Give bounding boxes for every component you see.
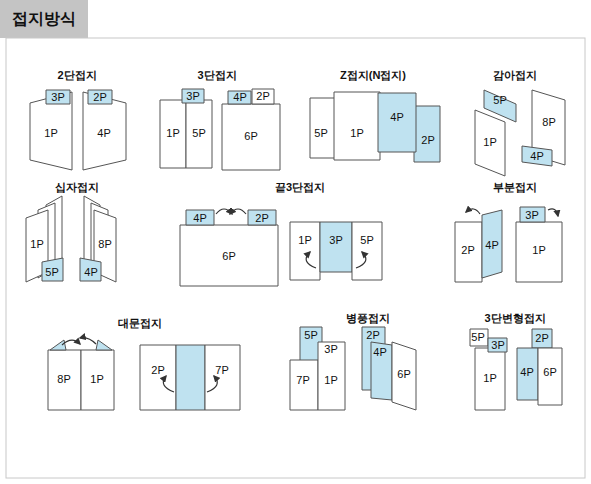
page-number: 3P [186,91,199,102]
page-number: 5P [304,330,317,341]
page-number: 4P [233,92,246,103]
page-number: 4P [193,213,206,224]
page-number: 4P [84,267,97,278]
page-number: 1P [483,373,496,384]
page-number: 4P [520,367,533,378]
page-number: 4P [373,347,386,358]
page-number: 3P [329,235,342,246]
fold-name: 대문접지 [118,318,162,329]
fold-name: 3단변형접지 [484,313,545,324]
page-title: 접지방식 [0,0,88,38]
page-number: 2P [421,135,434,146]
page-number: 1P [90,374,103,385]
fold-name: 2단접지 [57,70,96,81]
fold-name: 감아접지 [493,70,537,81]
page-number: 5P [493,95,506,106]
page-number: 3P [491,340,504,351]
page-number: 3P [525,210,538,221]
page-number: 7P [296,375,309,386]
fold-name: 3단접지 [197,70,236,81]
fold-name: 부분접지 [493,182,537,193]
page-number: 4P [485,240,498,251]
page-number: 1P [350,128,363,139]
page-number: 1P [30,239,43,250]
page-number: 7P [215,365,228,376]
page-number: 2P [151,365,164,376]
page-number: 6P [222,251,235,262]
page-number: 5P [314,128,327,139]
fold-name: 병풍접지 [346,313,390,324]
page-number: 5P [360,235,373,246]
page-number: 1P [532,245,545,256]
page-number: 8P [57,374,70,385]
page-number: 6P [397,369,410,380]
page-number: 3P [324,344,337,355]
page-number: 1P [483,137,496,148]
page-number: 3P [51,92,64,103]
page-number: 2P [366,330,379,341]
page-number: 4P [390,112,403,123]
page-number: 6P [244,131,257,142]
page-number: 2P [461,245,474,256]
page-number: 6P [543,367,556,378]
page-number: 2P [535,333,548,344]
page-number: 2P [256,91,269,102]
page-number: 2P [255,213,268,224]
page-number: 8P [98,239,111,250]
page-number: 1P [166,128,179,139]
page-number: 5P [192,128,205,139]
page-number: 5P [45,267,58,278]
page-number: 4P [97,128,110,139]
page-number: 2P [93,92,106,103]
page-number: 1P [44,128,57,139]
fold-name: Z접지(N접지) [340,70,406,81]
page-number: 5P [471,332,484,343]
page-number: 1P [324,375,337,386]
page-number: 8P [542,117,555,128]
fold-name: 끝3단접지 [275,182,325,193]
fold-name: 십자접지 [55,182,99,193]
page-number: 1P [298,235,311,246]
page-number: 4P [530,151,543,162]
